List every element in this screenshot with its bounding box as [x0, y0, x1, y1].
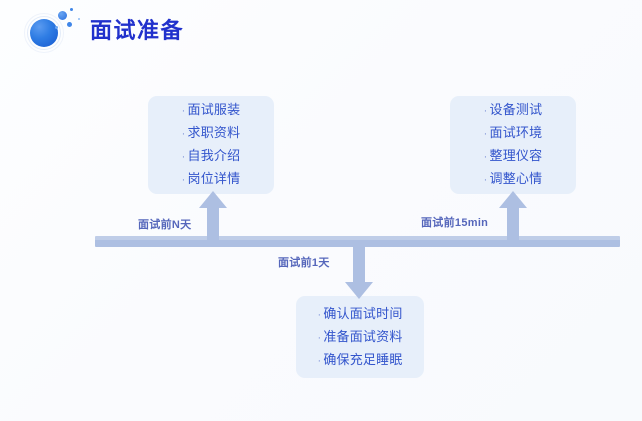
list-item-label: 面试服装 [187, 102, 241, 117]
timeline-label-left: 面试前N天 [138, 219, 192, 231]
list-item: ·准备面试资料 [296, 326, 424, 349]
timeline-label-right: 面试前15min [421, 217, 489, 229]
list-item-label: 确认面试时间 [323, 305, 403, 321]
list-item-label: 确保充足睡眠 [323, 351, 403, 367]
bullet-dot-icon: · [181, 105, 186, 117]
logo-dot-micro-icon [78, 18, 80, 20]
list-item: ·确保充足睡眠 [296, 349, 424, 372]
list-item-label: 面试环境 [489, 125, 543, 140]
arrow-down-center-icon [344, 247, 374, 299]
bullet-dot-icon: · [483, 105, 488, 117]
list-item: ·求职资料 [148, 122, 274, 145]
bullet-dot-icon: · [317, 308, 322, 321]
bullet-dot-icon: · [181, 174, 186, 186]
bullet-dot-icon: · [317, 354, 322, 367]
logo-outer-ring [24, 13, 64, 53]
logo-dot-small-icon [70, 8, 73, 11]
preparation-box-15min: ·设备测试 ·面试环境 ·整理仪容 ·调整心情 [450, 96, 576, 194]
list-item: ·面试服装 [148, 99, 274, 122]
list-item-label: 岗位详情 [187, 171, 241, 186]
bullet-dot-icon: · [181, 151, 186, 163]
list-item: ·确认面试时间 [296, 303, 424, 326]
list-item-label: 设备测试 [489, 102, 543, 117]
list-item: ·面试环境 [450, 122, 576, 145]
list-item-label: 自我介绍 [187, 148, 241, 163]
list-item-label: 调整心情 [489, 171, 543, 186]
timeline-bar [95, 236, 620, 247]
page-title: 面试准备 [90, 18, 185, 43]
arrow-up-right-icon [498, 191, 528, 243]
logo-inner-ring [27, 16, 61, 50]
slide-header: 面试准备 [0, 0, 642, 62]
list-item: ·整理仪容 [450, 145, 576, 168]
bullet-dot-icon: · [483, 174, 488, 186]
list-item: ·调整心情 [450, 168, 576, 191]
arrow-up-left-icon [198, 191, 228, 243]
bullet-dot-icon: · [181, 128, 186, 140]
list-item: ·设备测试 [450, 99, 576, 122]
list-item-label: 整理仪容 [489, 148, 543, 163]
logo-dot-large-icon [58, 11, 67, 20]
list-item-label: 准备面试资料 [323, 328, 403, 344]
logo-circle-icon [30, 19, 58, 47]
logo-dot-medium-icon [67, 22, 72, 27]
preparation-box-1-day: ·确认面试时间 ·准备面试资料 ·确保充足睡眠 [296, 296, 424, 378]
bullet-dot-icon: · [483, 128, 488, 140]
timeline-label-center: 面试前1天 [278, 257, 330, 269]
list-item: ·岗位详情 [148, 168, 274, 191]
bullet-dot-icon: · [317, 331, 322, 344]
list-item: ·自我介绍 [148, 145, 274, 168]
preparation-box-n-days: ·面试服装 ·求职资料 ·自我介绍 ·岗位详情 [148, 96, 274, 194]
logo [18, 8, 90, 56]
bullet-dot-icon: · [483, 151, 488, 163]
list-item-label: 求职资料 [187, 125, 241, 140]
logo-dot-tiny-icon [55, 26, 58, 29]
